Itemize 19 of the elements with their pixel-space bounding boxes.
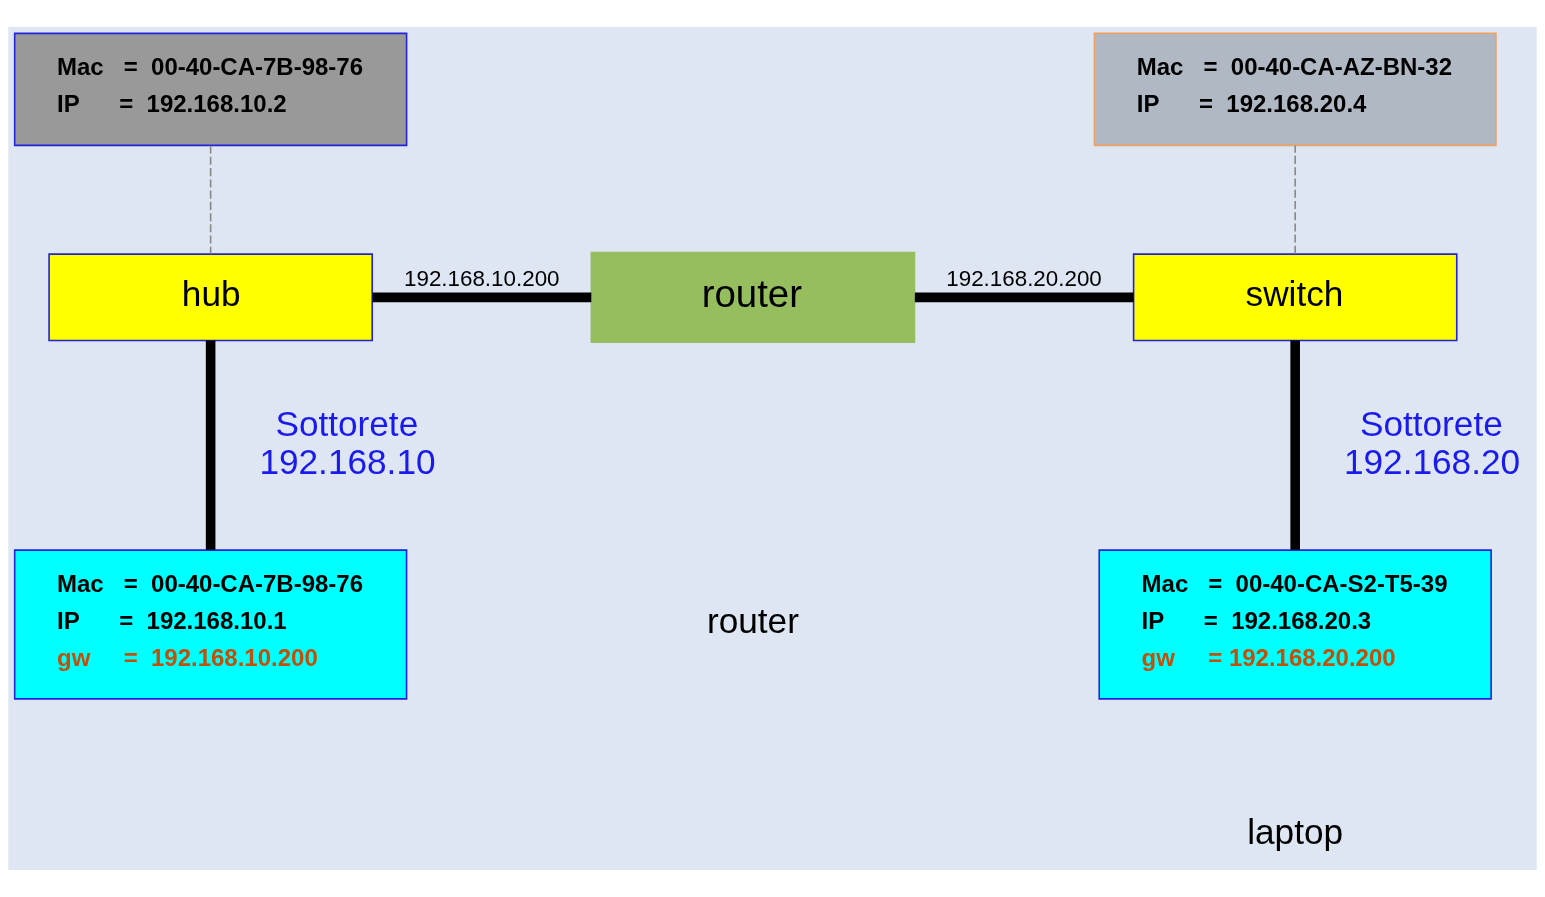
edge-label: Sottorete 192.168.20 [1343,403,1521,482]
connector [1290,340,1300,550]
node-box: Mac = 00-40-CA-S2-T5-39 IP = 192.168.20.3 gw = 192.168.20.200 [1098,549,1492,700]
edge-label: 192.168.10.200 [404,266,560,292]
edge-label: Sottorete 192.168.10 [259,403,436,482]
connector [914,292,1134,303]
node-box: router [590,251,916,343]
node-box: Mac = 00-40-CA-7B-98-76 IP = 192.168.10.1 gw = 192.168.10.200 [13,549,408,700]
node-box: Mac = 00-40-CA-7B-98-76 IP = 192.168.10.2 [13,32,408,147]
connector [372,292,592,303]
connector [1294,145,1296,255]
node-box: switch [1132,253,1458,342]
label: router [706,601,799,641]
node-box: Mac = 00-40-CA-AZ-BN-32 IP = 192.168.20.4 [1093,32,1497,147]
connector [209,145,212,255]
node-box: hub [48,253,373,342]
connector [205,340,216,550]
edge-label: 192.168.20.200 [946,266,1102,292]
node-label: laptop [1247,811,1344,851]
